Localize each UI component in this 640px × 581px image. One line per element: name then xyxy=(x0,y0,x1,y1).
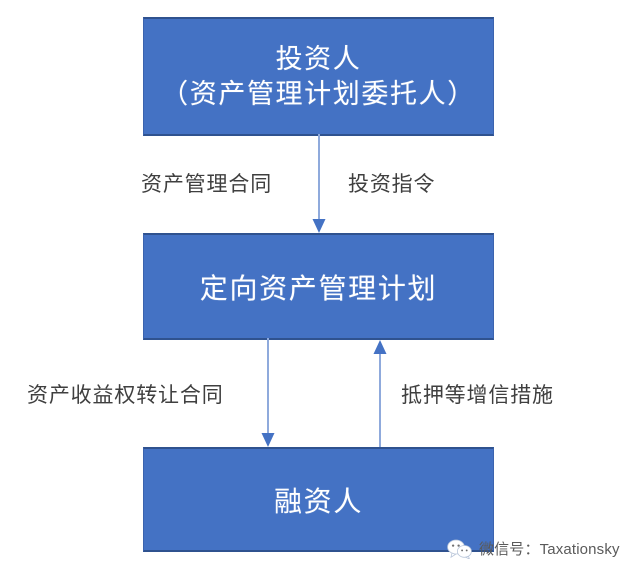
node-asset-management-plan: 定向资产管理计划 xyxy=(143,233,494,340)
arrow-up-icon xyxy=(373,340,387,449)
arrow-down-icon xyxy=(261,338,275,447)
wechat-icon xyxy=(447,539,472,559)
edge-label-credit-enhancement-measures: 抵押等增信措施 xyxy=(401,383,554,407)
node-financier: 融资人 xyxy=(143,447,494,552)
arrow-down-icon xyxy=(312,134,326,233)
edge-label-asset-management-contract: 资产管理合同 xyxy=(141,172,273,196)
node-investor: 投资人 （资产管理计划委托人） xyxy=(143,17,494,136)
watermark-text: 微信号：Taxationsky xyxy=(479,541,620,558)
edge-label-investment-instruction: 投资指令 xyxy=(348,172,436,196)
connector-investor-to-plan xyxy=(306,134,332,235)
connector-plan-to-financier xyxy=(255,338,281,449)
edge-label-income-right-transfer-contract: 资产收益权转让合同 xyxy=(27,383,224,407)
node-plan-label: 定向资产管理计划 xyxy=(199,273,438,305)
node-investor-line1: 投资人 xyxy=(275,43,362,74)
node-investor-line2: （资产管理计划委托人） xyxy=(161,78,476,109)
watermark: 微信号：Taxationsky xyxy=(447,538,620,559)
node-financier-label: 融资人 xyxy=(273,486,364,518)
connector-financier-to-plan xyxy=(367,338,393,449)
